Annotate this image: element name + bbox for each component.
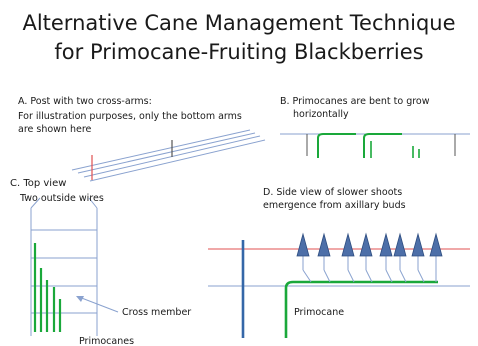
panel-a-note-line-2: are shown here xyxy=(18,124,92,135)
panel-c-label-pointers xyxy=(30,197,98,209)
panel-b-wire xyxy=(280,133,470,156)
primocane-label: Primocane xyxy=(294,307,345,318)
panel-d-buds xyxy=(296,232,443,257)
outside-wires-label: Two outside wires xyxy=(20,193,104,204)
title-line-1: Alternative Cane Management Technique xyxy=(22,11,456,35)
panel-a-note-line-1: For illustration purposes, only the bott… xyxy=(18,111,242,122)
title-line-2: for Primocane-Fruiting Blackberries xyxy=(54,40,424,64)
bud-1 xyxy=(296,232,310,257)
panel-a-posts xyxy=(91,140,173,180)
panel-b-heading: B. Primocanes are bent to grow xyxy=(280,96,430,107)
panel-d-shoot-stems xyxy=(302,256,437,283)
bud-5 xyxy=(379,232,393,257)
panel-d-primocane xyxy=(284,280,438,338)
panel-d-heading: D. Side view of slower shoots xyxy=(263,187,403,198)
panel-c-heading: C. Top view xyxy=(10,178,67,189)
panel-c-primocanes xyxy=(33,243,62,332)
panel-b-bent-primocanes xyxy=(317,133,420,158)
panel-c-outside-wires xyxy=(30,208,98,336)
primocanes-label: Primocanes xyxy=(79,336,135,346)
bud-6 xyxy=(393,232,407,257)
bud-7 xyxy=(411,232,425,257)
bud-8 xyxy=(429,232,443,257)
bud-3 xyxy=(341,232,355,257)
panel-d-heading-line-2: emergence from axillary buds xyxy=(263,200,406,211)
panel-a-heading: A. Post with two cross-arms: xyxy=(18,96,152,107)
bud-4 xyxy=(359,232,373,257)
panel-a-crossarm-wires xyxy=(71,129,266,182)
cross-member-arrow xyxy=(76,296,119,313)
bud-2 xyxy=(317,232,331,257)
panel-b-heading-line-2: horizontally xyxy=(293,109,349,120)
cross-member-label: Cross member xyxy=(122,307,192,318)
